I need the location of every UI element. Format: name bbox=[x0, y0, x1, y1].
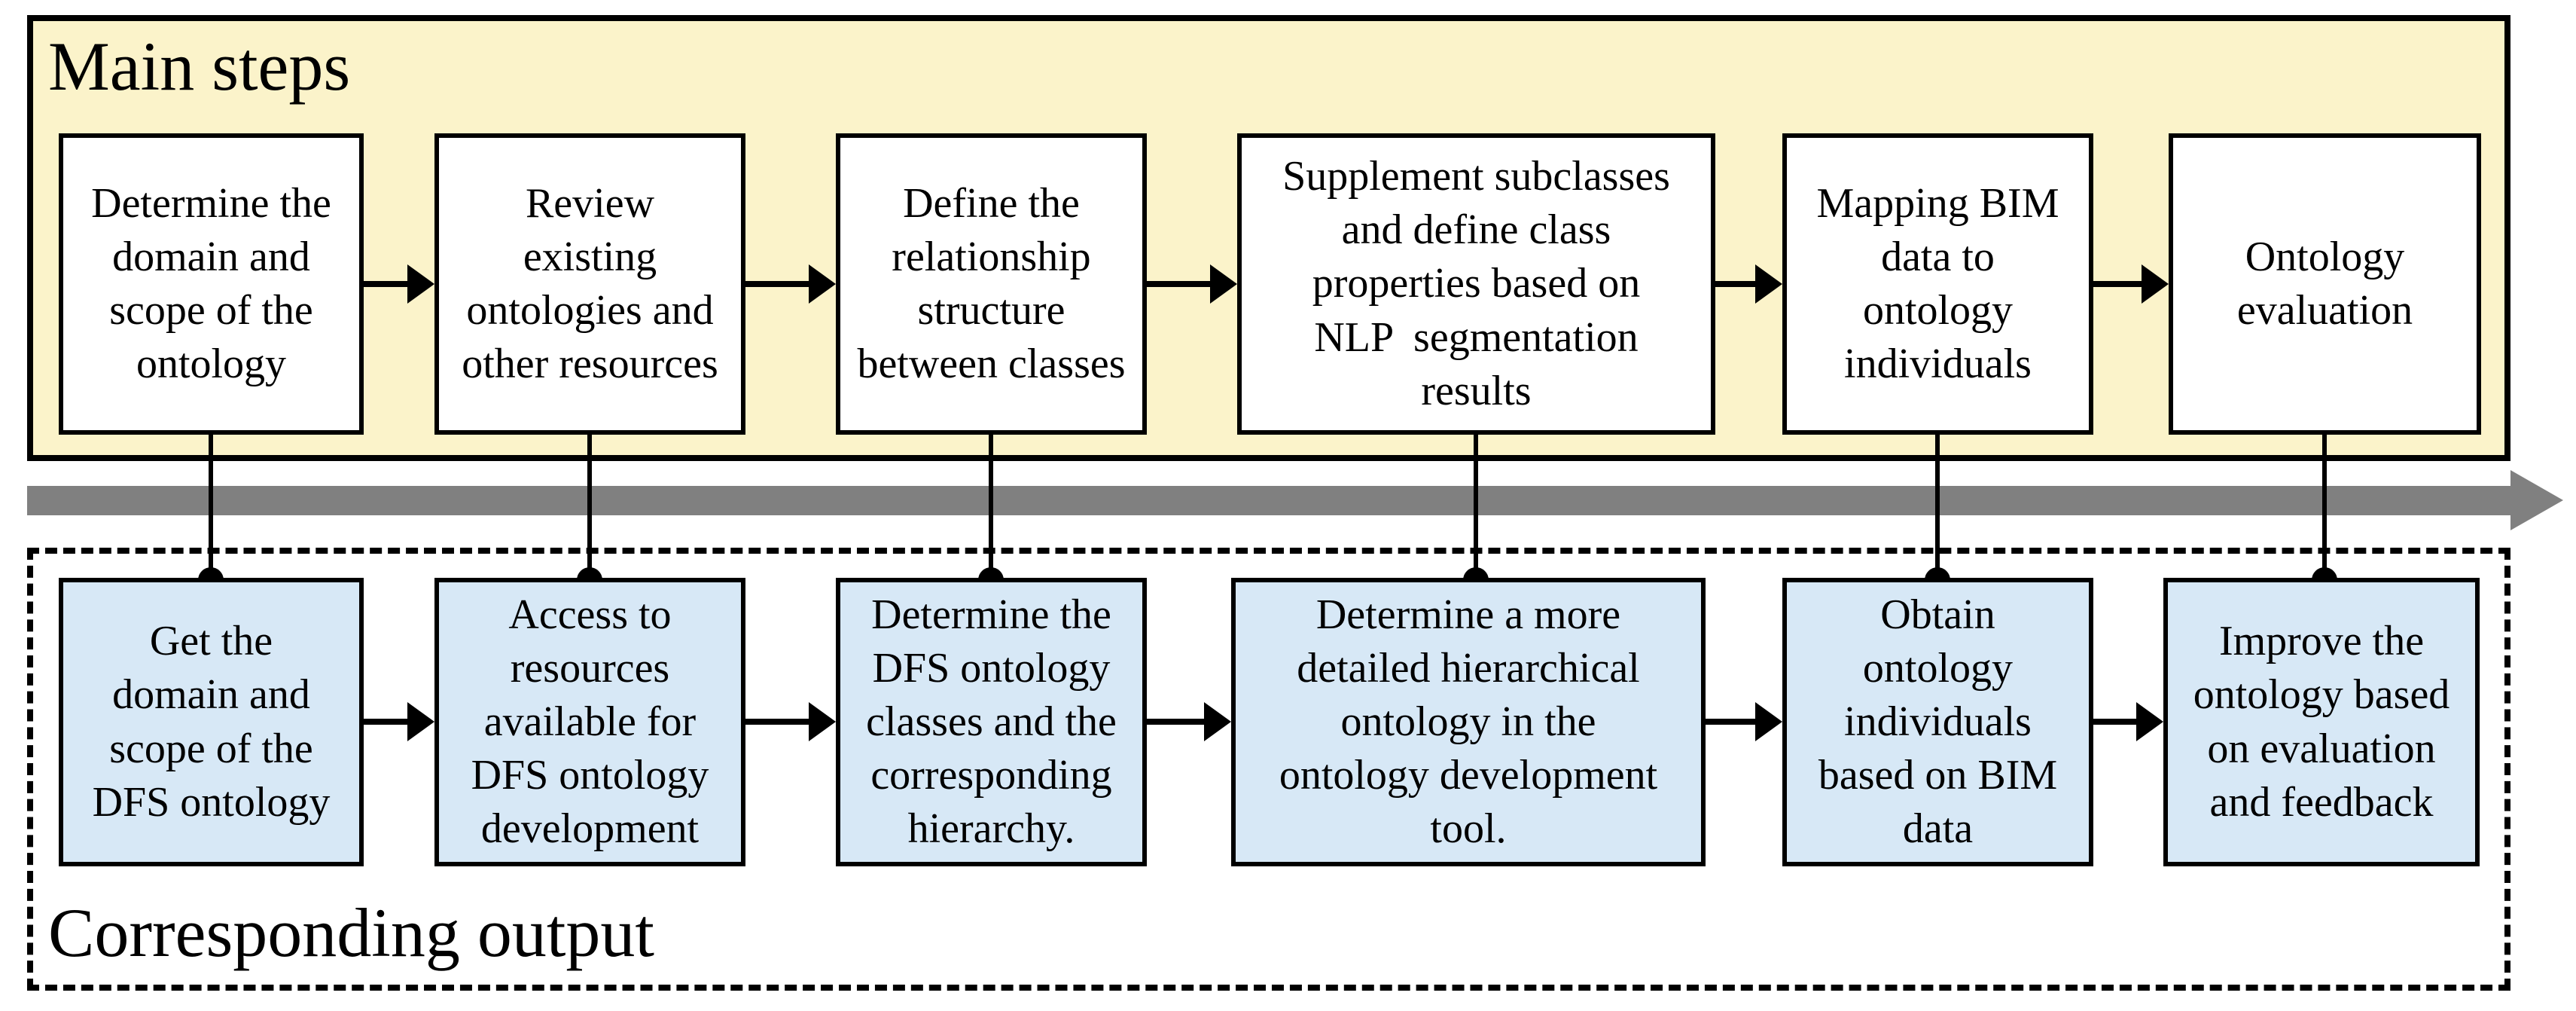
flow-arrow-icon-1 bbox=[364, 264, 434, 304]
output-box-5-label: Obtain ontology individuals based on BIM… bbox=[1818, 591, 2058, 853]
step-box-4-label: Supplement subclasses and define class p… bbox=[1282, 153, 1670, 414]
output-box-3: Determine the DFS ontology classes and t… bbox=[836, 578, 1147, 866]
corresponding-output-title: Corresponding output bbox=[48, 894, 654, 971]
step-box-2-label: Review existing ontologies and other res… bbox=[462, 179, 718, 388]
flow-arrow-icon-10 bbox=[2093, 702, 2163, 741]
output-box-6: Improve the ontology based on evaluation… bbox=[2163, 578, 2480, 866]
connector-line-5 bbox=[1935, 435, 1940, 580]
output-box-1-label: Get the domain and scope of the DFS onto… bbox=[92, 618, 331, 826]
step-box-6: Ontology evaluation bbox=[2169, 133, 2481, 435]
connector-line-3 bbox=[989, 435, 993, 580]
timeline-arrow-shaft bbox=[27, 486, 2510, 515]
step-box-6-label: Ontology evaluation bbox=[2236, 233, 2413, 334]
flow-arrow-icon-4 bbox=[1715, 264, 1782, 304]
flow-arrow-icon-5 bbox=[2093, 264, 2169, 304]
output-box-4: Determine a more detailed hierarchical o… bbox=[1231, 578, 1706, 866]
connector-line-1 bbox=[209, 435, 213, 580]
connector-line-6 bbox=[2322, 435, 2327, 580]
connector-line-2 bbox=[587, 435, 592, 580]
flow-arrow-icon-6 bbox=[364, 702, 434, 741]
flow-arrow-icon-8 bbox=[1147, 702, 1231, 741]
step-box-3: Define the relationship structure betwee… bbox=[836, 133, 1147, 435]
output-box-3-label: Determine the DFS ontology classes and t… bbox=[866, 591, 1117, 853]
step-box-3-label: Define the relationship structure betwee… bbox=[857, 179, 1126, 388]
step-box-1: Determine the domain and scope of the on… bbox=[59, 133, 364, 435]
step-box-5: Mapping BIM data to ontology individuals bbox=[1782, 133, 2093, 435]
connector-line-4 bbox=[1474, 435, 1478, 580]
output-box-2-label: Access to resources available for DFS on… bbox=[471, 591, 709, 853]
step-box-4: Supplement subclasses and define class p… bbox=[1237, 133, 1715, 435]
output-box-4-label: Determine a more detailed hierarchical o… bbox=[1279, 591, 1658, 853]
main-steps-title: Main steps bbox=[48, 28, 351, 105]
output-box-6-label: Improve the ontology based on evaluation… bbox=[2193, 618, 2450, 826]
flow-arrow-icon-2 bbox=[745, 264, 836, 304]
output-box-5: Obtain ontology individuals based on BIM… bbox=[1782, 578, 2093, 866]
step-box-1-label: Determine the domain and scope of the on… bbox=[91, 179, 331, 388]
step-box-2: Review existing ontologies and other res… bbox=[434, 133, 745, 435]
flow-arrow-icon-9 bbox=[1706, 702, 1782, 741]
output-box-2: Access to resources available for DFS on… bbox=[434, 578, 745, 866]
output-box-1: Get the domain and scope of the DFS onto… bbox=[59, 578, 364, 866]
corresponding-output-panel bbox=[27, 548, 2510, 991]
flow-arrow-icon-7 bbox=[745, 702, 836, 741]
timeline-arrow-head-icon bbox=[2510, 470, 2563, 530]
step-box-5-label: Mapping BIM data to ontology individuals bbox=[1816, 179, 2059, 388]
flow-arrow-icon-3 bbox=[1147, 264, 1237, 304]
